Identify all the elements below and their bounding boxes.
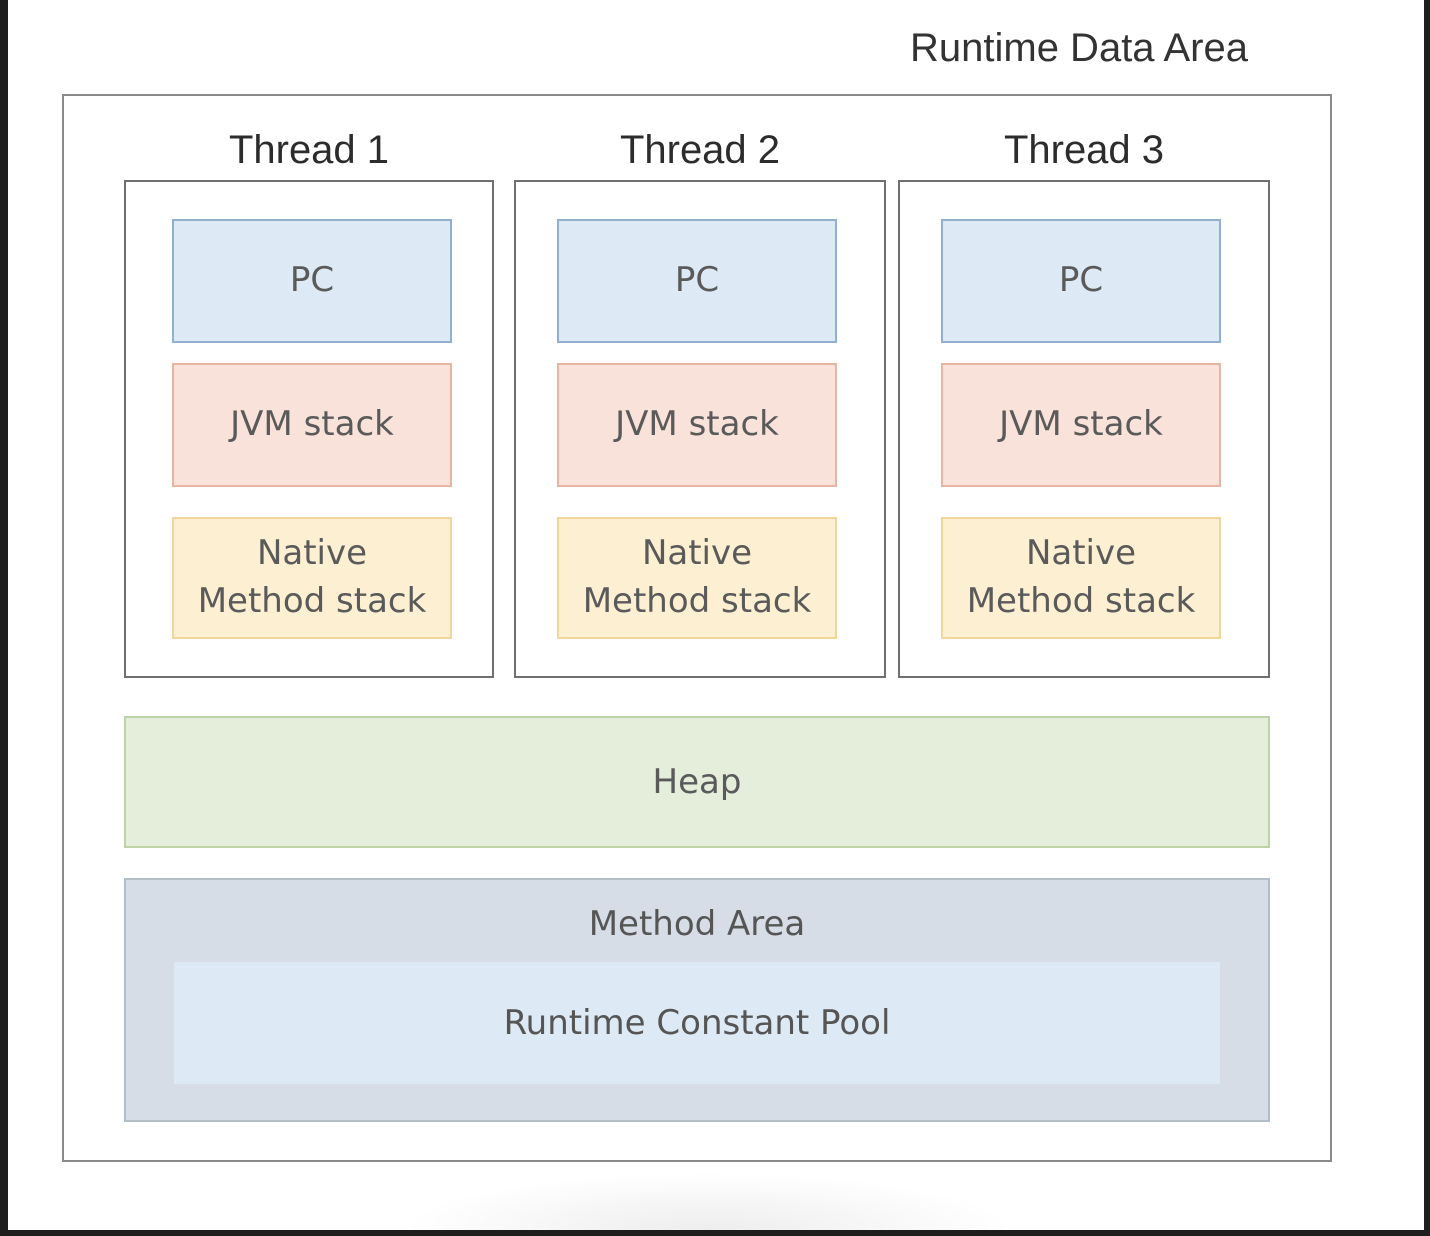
native-line-2: Method stack (966, 581, 1196, 621)
thread-2-box: PC JVM stack Native Method stack (514, 180, 886, 678)
method-area-box: Method Area Runtime Constant Pool (124, 878, 1270, 1122)
thread-1-jvm-stack: JVM stack (172, 363, 452, 487)
thread-1-pc: PC (172, 219, 452, 343)
thread-3-native-method-stack: Native Method stack (941, 517, 1221, 639)
native-line-1: Native (256, 533, 368, 574)
thread-3-label: Thread 3 (1003, 128, 1165, 172)
thread-1-box: PC JVM stack Native Method stack (124, 180, 494, 678)
native-line-1: Native (1025, 533, 1137, 574)
thread-1-native-method-stack: Native Method stack (172, 517, 452, 639)
thread-3-pc: PC (941, 219, 1221, 343)
bottom-shadow (398, 1172, 1018, 1230)
thread-1-label: Thread 1 (228, 128, 390, 172)
diagram-title: Runtime Data Area (910, 26, 1248, 70)
runtime-data-area-box: Thread 1 PC JVM stack Native Method stac… (62, 94, 1332, 1162)
thread-2-native-method-stack: Native Method stack (557, 517, 837, 639)
thread-3-jvm-stack: JVM stack (941, 363, 1221, 487)
native-line-2: Method stack (197, 581, 427, 621)
thread-2-pc: PC (557, 219, 837, 343)
thread-2-label: Thread 2 (619, 128, 781, 172)
native-line-1: Native (641, 533, 753, 574)
method-area-label: Method Area (588, 904, 806, 944)
native-line-2: Method stack (582, 581, 812, 621)
thread-2-jvm-stack: JVM stack (557, 363, 837, 487)
thread-3-box: PC JVM stack Native Method stack (898, 180, 1270, 678)
heap-box: Heap (124, 716, 1270, 848)
runtime-constant-pool-box: Runtime Constant Pool (174, 962, 1220, 1084)
diagram-canvas: Runtime Data Area Thread 1 PC JVM stack … (8, 0, 1424, 1230)
